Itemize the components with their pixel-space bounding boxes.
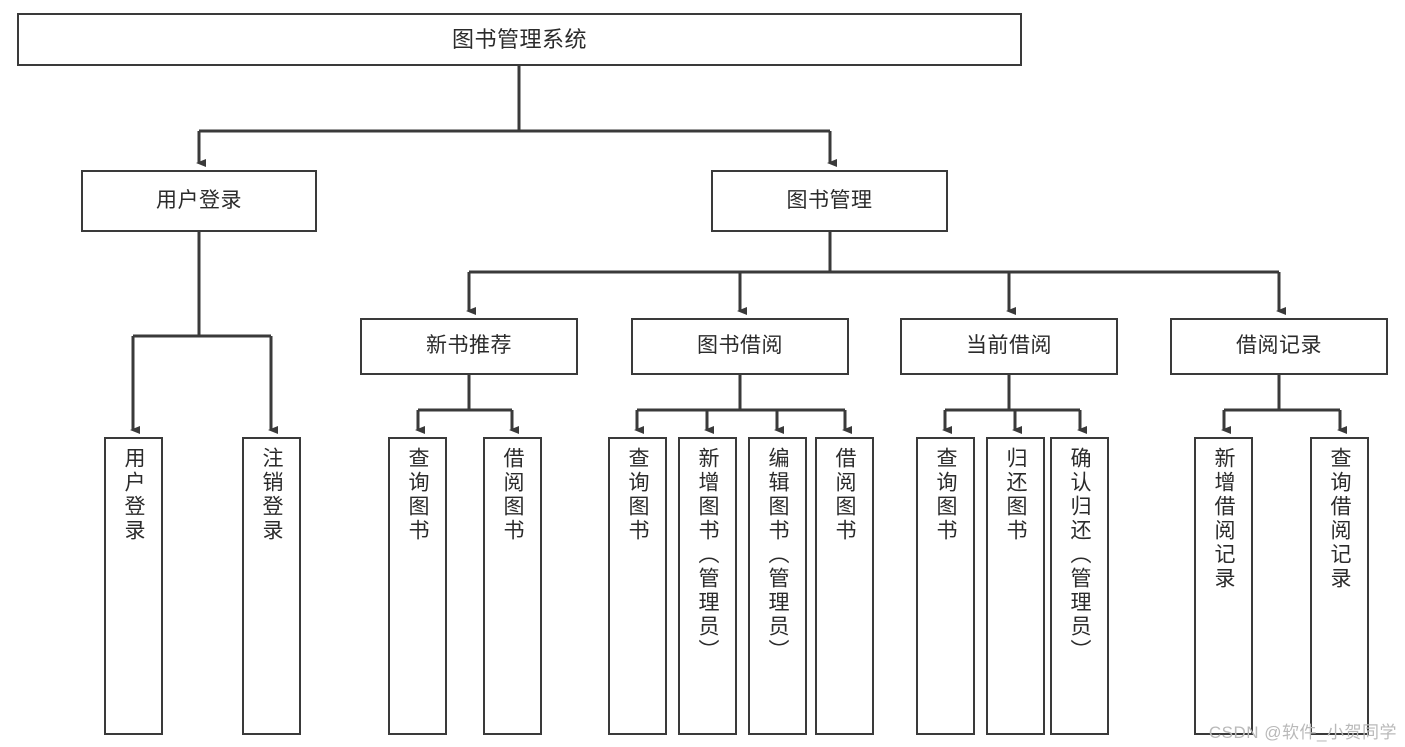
node-label: 查询图书 <box>934 447 957 543</box>
node-root-system[interactable]: 图书管理系统 <box>17 13 1022 66</box>
node-label: 查询图书 <box>406 447 429 543</box>
leaf-book-borrow-add[interactable]: 新增图书（管理员） <box>678 437 737 735</box>
leaf-user-login-login[interactable]: 用户登录 <box>104 437 163 735</box>
leaf-borrow-record-add[interactable]: 新增借阅记录 <box>1194 437 1253 735</box>
leaf-current-borrow-return[interactable]: 归还图书 <box>986 437 1045 735</box>
node-label: 用户登录 <box>122 447 145 543</box>
node-label: 图书管理 <box>786 188 873 212</box>
node-label: 确认归还（管理员） <box>1068 447 1091 663</box>
node-new-book-recommend[interactable]: 新书推荐 <box>360 318 578 375</box>
leaf-current-borrow-query[interactable]: 查询图书 <box>916 437 975 735</box>
node-label: 归还图书 <box>1004 447 1027 543</box>
node-label: 借阅图书 <box>501 447 524 543</box>
node-current-borrow[interactable]: 当前借阅 <box>900 318 1118 375</box>
node-label: 借阅记录 <box>1236 334 1322 358</box>
leaf-borrow-record-query[interactable]: 查询借阅记录 <box>1310 437 1369 735</box>
node-label: 新增图书（管理员） <box>696 447 719 663</box>
watermark-text: CSDN @软件_小贺同学 <box>1208 723 1397 742</box>
leaf-user-login-logout[interactable]: 注销登录 <box>242 437 301 735</box>
node-label: 用户登录 <box>156 188 242 212</box>
node-label: 查询借阅记录 <box>1328 447 1351 591</box>
node-label: 当前借阅 <box>966 334 1052 358</box>
leaf-book-borrow-edit[interactable]: 编辑图书（管理员） <box>748 437 807 735</box>
node-label: 借阅图书 <box>833 447 856 543</box>
leaf-current-borrow-confirm-return[interactable]: 确认归还（管理员） <box>1050 437 1109 735</box>
leaf-book-borrow-borrow[interactable]: 借阅图书 <box>815 437 874 735</box>
leaf-new-book-borrow[interactable]: 借阅图书 <box>483 437 542 735</box>
node-label: 查询图书 <box>626 447 649 543</box>
node-label: 图书借阅 <box>697 334 783 358</box>
node-user-login[interactable]: 用户登录 <box>81 170 317 232</box>
node-label: 编辑图书（管理员） <box>766 447 789 663</box>
node-borrow-record[interactable]: 借阅记录 <box>1170 318 1388 375</box>
node-book-management[interactable]: 图书管理 <box>711 170 948 232</box>
node-book-borrow[interactable]: 图书借阅 <box>631 318 849 375</box>
node-label: 图书管理系统 <box>451 26 587 52</box>
node-label: 注销登录 <box>260 447 283 543</box>
leaf-book-borrow-query[interactable]: 查询图书 <box>608 437 667 735</box>
node-label: 新书推荐 <box>426 334 512 358</box>
leaf-new-book-query[interactable]: 查询图书 <box>388 437 447 735</box>
node-label: 新增借阅记录 <box>1212 447 1235 591</box>
